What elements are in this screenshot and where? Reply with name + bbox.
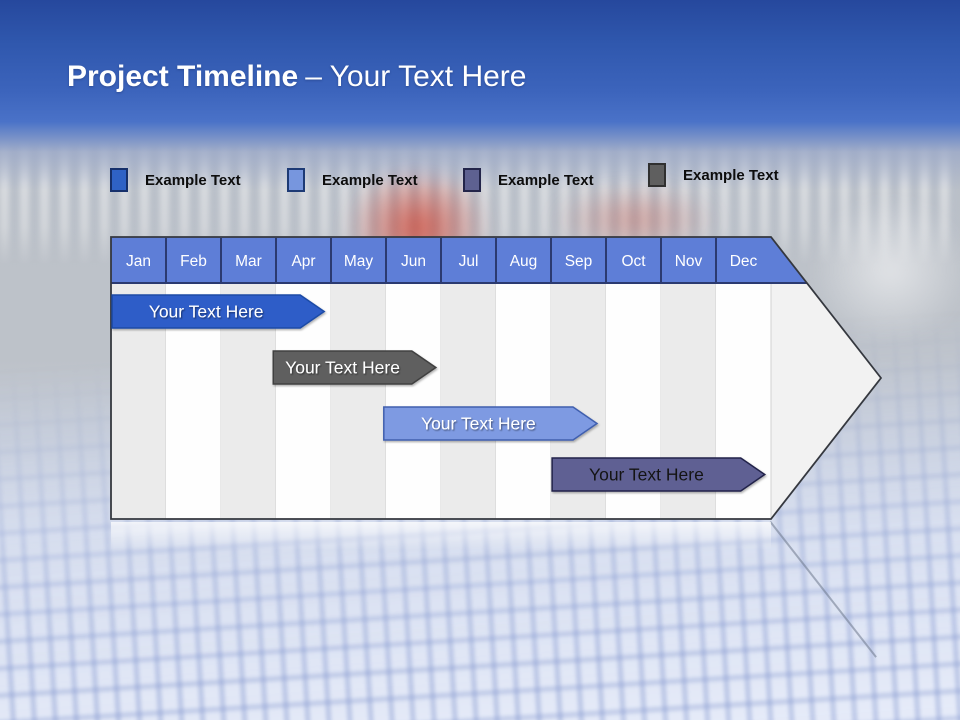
- task-bar-label: Your Text Here: [149, 302, 264, 322]
- month-column: [496, 283, 551, 519]
- task-bar[interactable]: [272, 350, 438, 385]
- page-title[interactable]: Project Timeline– Your Text Here: [67, 60, 526, 94]
- month-label: Sep: [565, 253, 593, 270]
- legend-item[interactable]: Example Text: [648, 163, 779, 187]
- legend-color-swatch: [463, 168, 481, 192]
- month-label: Dec: [730, 253, 758, 270]
- chart-reflection: [111, 522, 771, 550]
- title-bold-text: Project Timeline: [67, 60, 299, 93]
- task-bar[interactable]: [383, 406, 599, 441]
- legend-color-swatch: [648, 163, 666, 187]
- legend-color-swatch: [110, 168, 128, 192]
- legend-label: Example Text: [683, 166, 779, 184]
- month-label: Jun: [401, 253, 426, 270]
- month-label: Apr: [291, 253, 315, 270]
- month-column: [441, 283, 496, 519]
- month-label: Jul: [459, 253, 479, 270]
- month-label: May: [344, 253, 374, 270]
- legend-label: Example Text: [322, 171, 418, 189]
- timeline-chart-svg: Jan Feb Mar Apr May Jun Jul Aug Sep Oct Nov DecYour…: [110, 236, 882, 520]
- legend-label: Example Text: [498, 171, 594, 189]
- task-bar-label: Your Text Here: [421, 414, 536, 434]
- title-light-text: – Your Text Here: [305, 60, 527, 93]
- task-bar-label: Your Text Here: [285, 358, 400, 378]
- legend-label: Example Text: [145, 171, 241, 189]
- month-column: [386, 283, 441, 519]
- task-bar[interactable]: [111, 294, 326, 329]
- month-label: Mar: [235, 253, 262, 270]
- month-label: Aug: [510, 253, 538, 270]
- task-bar[interactable]: [551, 457, 767, 492]
- legend-item[interactable]: Example Text: [463, 168, 594, 192]
- month-label: Jan: [126, 253, 151, 270]
- timeline-arrow-outline: [110, 236, 882, 520]
- background-blue-gradient: [0, 0, 960, 190]
- timeline-header-band: [111, 237, 807, 283]
- month-label: Nov: [675, 253, 703, 270]
- month-column: [331, 283, 386, 519]
- month-label: Oct: [621, 253, 646, 270]
- task-bar-label: Your Text Here: [589, 465, 704, 485]
- legend-item[interactable]: Example Text: [287, 168, 418, 192]
- month-label: Feb: [180, 253, 207, 270]
- legend-item[interactable]: Example Text: [110, 168, 241, 192]
- legend-color-swatch: [287, 168, 305, 192]
